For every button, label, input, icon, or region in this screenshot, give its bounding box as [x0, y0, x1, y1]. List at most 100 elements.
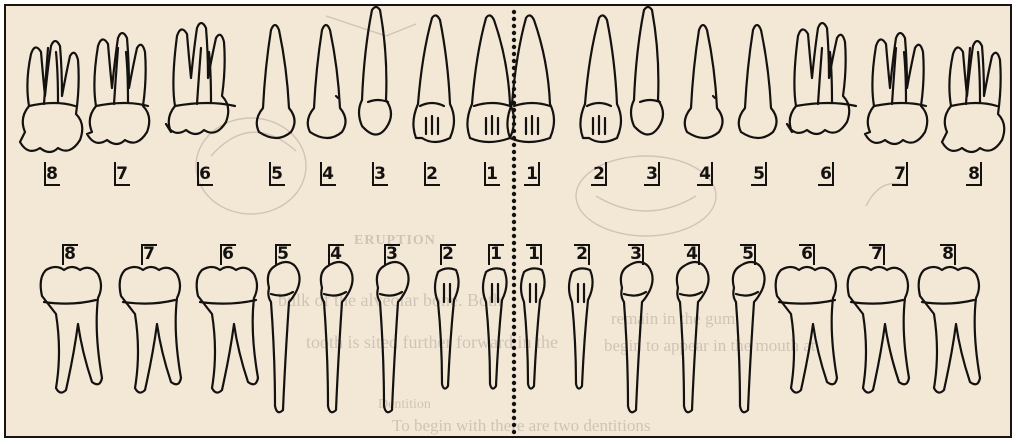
midline-dot	[512, 115, 516, 119]
tooth-label-lower-left-8: 8	[928, 242, 968, 266]
label-bracket-vertical	[883, 244, 885, 265]
midline-dot	[512, 108, 516, 112]
tooth-number: 7	[143, 244, 155, 264]
tooth-label-lower-right-6: 6	[208, 242, 248, 266]
midline-dot	[512, 38, 516, 42]
tooth-label-upper-right-6: 6	[185, 162, 225, 186]
label-bracket-vertical	[698, 244, 700, 265]
label-bracket-horizontal	[320, 184, 336, 186]
label-bracket-vertical	[642, 244, 644, 265]
tooth-number: 7	[116, 164, 128, 184]
tooth-label-lower-right-2: 2	[428, 242, 468, 266]
midline-dot	[512, 101, 516, 105]
tooth-label-upper-left-7: 7	[880, 162, 920, 186]
label-bracket-vertical	[711, 162, 713, 184]
midline-dot	[512, 73, 516, 77]
label-bracket-horizontal	[751, 184, 767, 186]
midline-dot	[512, 129, 516, 133]
midline-dot	[512, 143, 516, 147]
tooth-label-lower-left-1: 1	[514, 242, 554, 266]
tooth-label-upper-left-3: 3	[632, 162, 672, 186]
midline-dot	[512, 206, 516, 210]
tooth-number: 2	[593, 164, 605, 184]
dental-chart-figure: bulk of the alveolar bone. Both tooth is…	[4, 4, 1012, 438]
label-bracket-horizontal	[44, 184, 60, 186]
tooth-number: 6	[222, 244, 234, 264]
tooth-label-lower-right-3: 3	[372, 242, 412, 266]
tooth-number: 3	[374, 164, 386, 184]
tooth-number: 4	[330, 244, 342, 264]
label-bracket-vertical	[754, 244, 756, 265]
midline-dot	[512, 213, 516, 217]
tooth-number: 2	[442, 244, 454, 264]
midline-dot	[512, 367, 516, 371]
label-bracket-horizontal	[524, 184, 540, 186]
label-bracket-vertical	[906, 162, 908, 184]
midline-dot	[512, 122, 516, 126]
midline-dot	[512, 283, 516, 287]
midline-dot	[512, 31, 516, 35]
tooth-number: 5	[742, 244, 754, 264]
label-bracket-vertical	[658, 162, 660, 184]
tooth-number: 8	[942, 244, 954, 264]
midline-dot	[512, 157, 516, 161]
label-bracket-horizontal	[591, 184, 607, 186]
midline-dot	[512, 59, 516, 63]
midline-dot	[512, 402, 516, 406]
midline-dot	[512, 346, 516, 350]
tooth-label-lower-right-4: 4	[316, 242, 356, 266]
midline-dot	[512, 80, 516, 84]
label-bracket-horizontal	[372, 184, 388, 186]
label-bracket-vertical	[980, 162, 982, 184]
tooth-label-lower-left-7: 7	[857, 242, 897, 266]
tooth-label-lower-right-1: 1	[476, 242, 516, 266]
tooth-number: 1	[486, 164, 498, 184]
midline-dot	[512, 136, 516, 140]
tooth-number: 1	[526, 164, 538, 184]
midline-dot	[512, 318, 516, 322]
label-bracket-vertical	[540, 244, 542, 265]
midline-dot	[512, 227, 516, 231]
label-bracket-vertical	[954, 244, 956, 265]
label-bracket-horizontal	[644, 184, 660, 186]
tooth-label-lower-left-3: 3	[616, 242, 656, 266]
tooth-label-upper-right-2: 2	[412, 162, 452, 186]
midline-dot	[512, 199, 516, 203]
label-bracket-horizontal	[197, 184, 213, 186]
label-bracket-horizontal	[484, 184, 500, 186]
label-bracket-vertical	[765, 162, 767, 184]
midline-dot	[512, 276, 516, 280]
tooth-label-lower-right-5: 5	[263, 242, 303, 266]
midline-dot	[512, 220, 516, 224]
midline-dot	[512, 311, 516, 315]
label-bracket-vertical	[832, 162, 834, 184]
midline-dot	[512, 339, 516, 343]
tooth-label-lower-left-2: 2	[562, 242, 602, 266]
tooth-label-upper-left-8: 8	[954, 162, 994, 186]
midline-dot	[512, 325, 516, 329]
midline-dot	[512, 269, 516, 273]
tooth-label-upper-right-4: 4	[308, 162, 348, 186]
tooth-number: 5	[277, 244, 289, 264]
midline-dot	[512, 150, 516, 154]
label-bracket-horizontal	[818, 184, 834, 186]
label-bracket-vertical	[588, 244, 590, 265]
tooth-number: 3	[646, 164, 658, 184]
midline-dot	[512, 297, 516, 301]
label-bracket-horizontal	[424, 184, 440, 186]
tooth-label-lower-right-7: 7	[129, 242, 169, 266]
tooth-number: 6	[199, 164, 211, 184]
tooth-number: 8	[968, 164, 980, 184]
label-bracket-horizontal	[892, 184, 908, 186]
midline-dot	[512, 24, 516, 28]
midline-dot	[512, 332, 516, 336]
tooth-label-upper-right-5: 5	[257, 162, 297, 186]
tooth-label-upper-right-3: 3	[360, 162, 400, 186]
midline-dot	[512, 388, 516, 392]
tooth-number: 6	[801, 244, 813, 264]
label-bracket-vertical	[813, 244, 815, 265]
tooth-number: 8	[46, 164, 58, 184]
midline-dot	[512, 290, 516, 294]
tooth-number: 1	[528, 244, 540, 264]
midline-dot	[512, 374, 516, 378]
